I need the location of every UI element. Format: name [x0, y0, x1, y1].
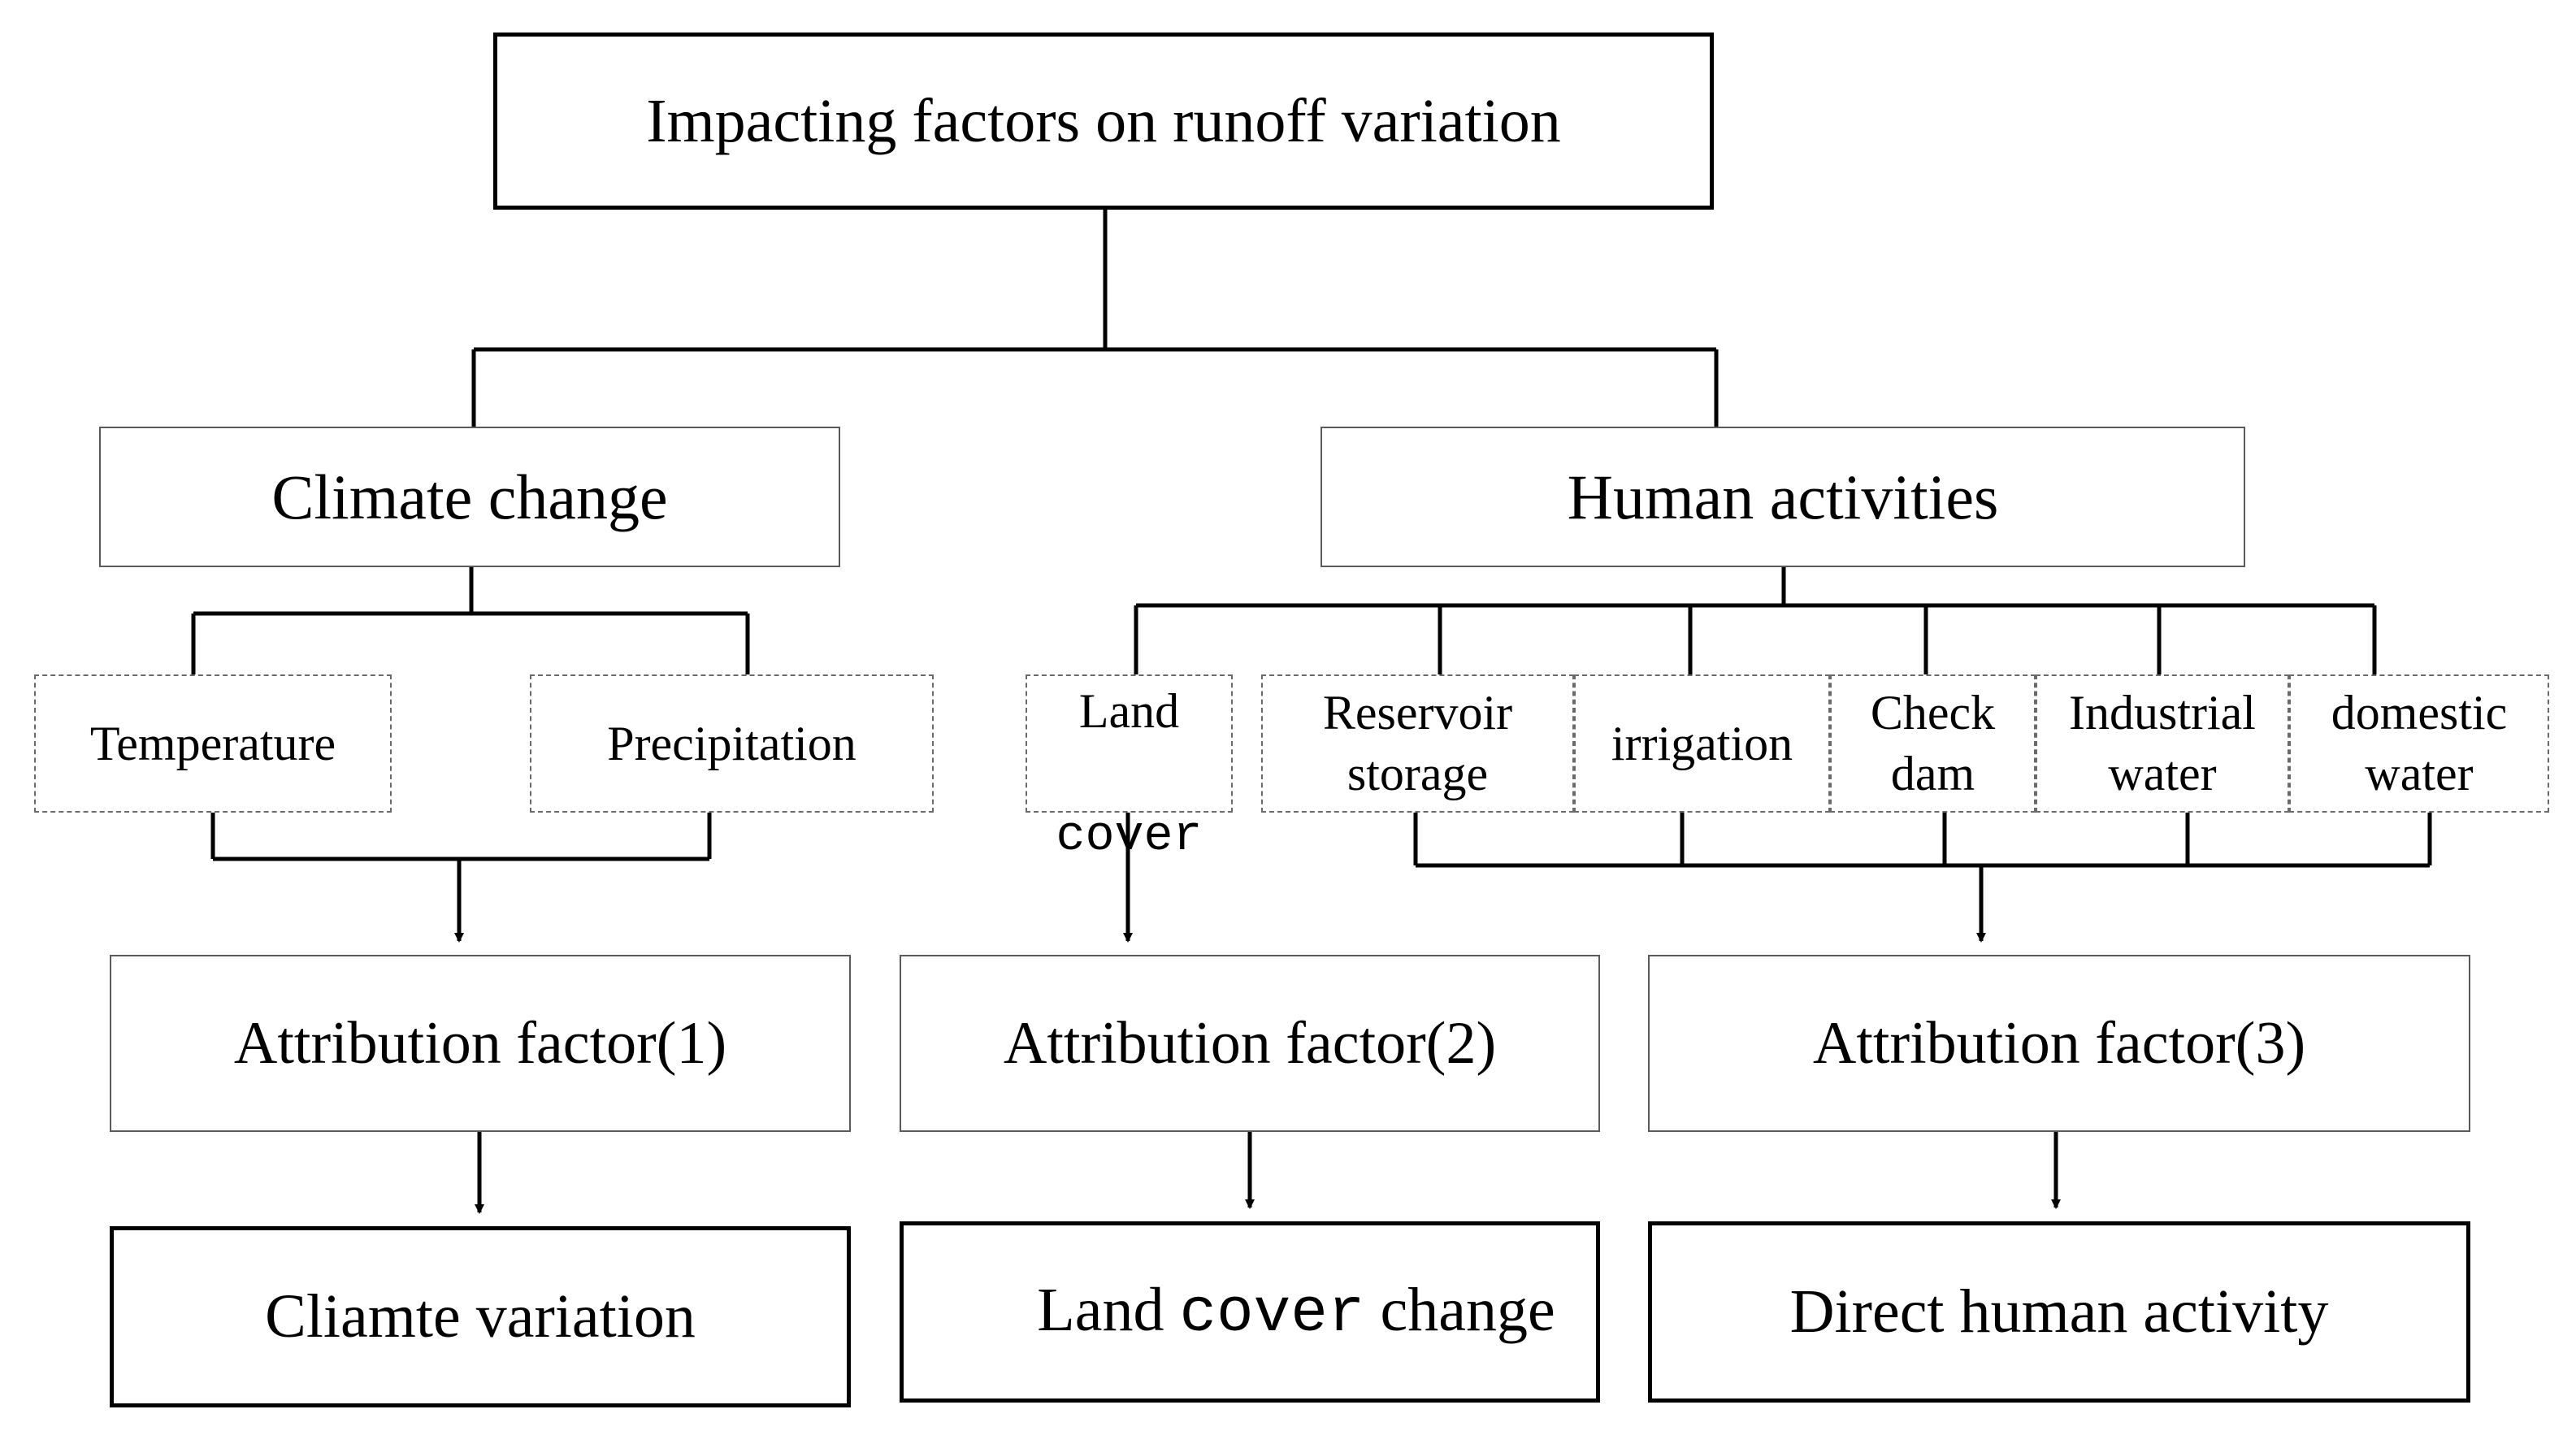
climate-variation-label: Cliamte variation [265, 1282, 696, 1351]
check-dam-label: Check dam [1870, 686, 1996, 800]
attribution-factor-2-label: Attribution factor(2) [1003, 1009, 1497, 1077]
domestic-water-box: domestic water [2289, 674, 2549, 813]
climate-change-box: Climate change [99, 427, 840, 567]
connector-human-to-factors [1134, 567, 2377, 674]
temperature-label: Temperature [89, 716, 336, 770]
human-activities-label: Human activities [1567, 461, 1999, 532]
attribution-factor-2-box: Attribution factor(2) [900, 955, 1600, 1132]
land-cover-box: Land cover [1026, 674, 1233, 865]
direct-human-activity-box: Direct human activity [1648, 1221, 2470, 1403]
temperature-box: Temperature [34, 674, 392, 813]
connector-climate-to-factors [191, 567, 750, 674]
domestic-water-label: domestic water [2331, 686, 2508, 800]
connector-climate-factors-merge [210, 813, 712, 861]
check-dam-box: Check dam [1830, 674, 2036, 813]
precipitation-label: Precipitation [607, 716, 856, 770]
land-cover-label-line1: Land [1078, 683, 1180, 738]
climate-variation-box: Cliamte variation [110, 1226, 851, 1407]
land-cover-change-label-part1: Land [1037, 1276, 1180, 1344]
attribution-factor-1-box: Attribution factor(1) [110, 955, 851, 1132]
attribution-factor-3-label: Attribution factor(3) [1812, 1009, 2306, 1077]
land-cover-change-box: Land cover change [900, 1221, 1600, 1403]
land-cover-label-line2: cover [1056, 809, 1203, 865]
land-cover-change-label-part2: cover [1179, 1279, 1365, 1349]
reservoir-storage-label: Reservoir storage [1322, 686, 1513, 800]
industrial-water-box: Industrial water [2036, 674, 2289, 813]
root-box: Impacting factors on runoff variation [493, 33, 1714, 210]
reservoir-storage-box: Reservoir storage [1261, 674, 1574, 813]
human-activities-box: Human activities [1321, 427, 2245, 567]
direct-human-activity-label: Direct human activity [1789, 1277, 2329, 1346]
connector-root-to-categories [471, 210, 1719, 427]
climate-change-label: Climate change [271, 461, 668, 532]
attribution-factor-3-box: Attribution factor(3) [1648, 955, 2470, 1132]
root-label: Impacting factors on runoff variation [646, 86, 1561, 155]
land-cover-change-label-part3: change [1364, 1276, 1555, 1344]
irrigation-box: irrigation [1574, 674, 1830, 813]
attribution-factor-1-label: Attribution factor(1) [233, 1009, 727, 1077]
industrial-water-label: Industrial water [2069, 686, 2256, 800]
precipitation-box: Precipitation [530, 674, 934, 813]
irrigation-label: irrigation [1611, 716, 1793, 770]
connector-human-factors-merge [1413, 813, 2432, 868]
